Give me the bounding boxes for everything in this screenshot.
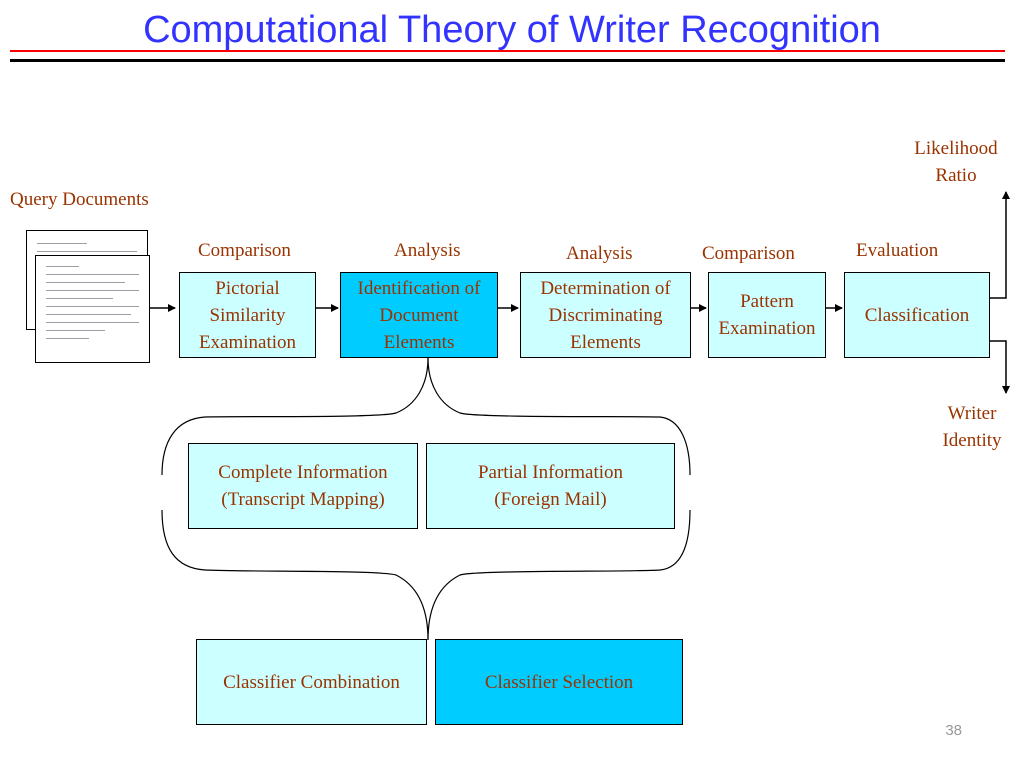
title-rule-black <box>10 59 1005 62</box>
pipeline-box-line: Determination of <box>540 277 671 299</box>
stage-label-analysis-2: Analysis <box>566 243 633 264</box>
arrow-to-likelihood <box>990 191 1010 299</box>
likelihood-label: Likelihood <box>914 138 998 159</box>
pipeline-box-determination: Determination of Discriminating Elements <box>520 272 691 358</box>
info-box-line: (Transcript Mapping) <box>221 489 385 510</box>
pipeline-box-classification: Classification <box>844 272 990 358</box>
page-number: 38 <box>945 722 962 739</box>
document-icon-front <box>35 255 150 363</box>
stage-label-analysis-1: Analysis <box>394 240 461 261</box>
ratio-label: Ratio <box>935 165 977 186</box>
info-box-line: (Foreign Mail) <box>494 489 607 510</box>
arrow-to-writer-identity <box>990 340 1010 394</box>
likelihood-ratio-label: Likelihood Ratio <box>896 135 1016 189</box>
classifier-selection-label: Classifier Selection <box>484 671 634 693</box>
pipeline-box-line: Elements <box>570 331 641 353</box>
info-box-line: Complete Information <box>218 462 388 483</box>
stage-label-evaluation: Evaluation <box>856 240 939 261</box>
pipeline-box-line: Similarity <box>209 304 286 326</box>
classifier-combination-label: Classifier Combination <box>223 671 400 693</box>
pipeline-box-line: Classification <box>864 304 970 326</box>
title-rule-red <box>10 50 1005 52</box>
upper-brace <box>161 357 429 476</box>
pipeline-box-pictorial-similarity: Pictorial Similarity Examination <box>179 272 316 358</box>
pipeline-box-line: Document <box>379 304 459 326</box>
partial-information-box: Partial Information (Foreign Mail) <box>426 443 675 529</box>
identity-label: Identity <box>942 430 1002 451</box>
lower-brace <box>161 509 429 641</box>
writer-identity-label: Writer Identity <box>920 400 1024 454</box>
info-box-line: Partial Information <box>477 462 624 483</box>
pipeline-box-line: Identification of <box>357 277 481 299</box>
complete-information-box: Complete Information (Transcript Mapping… <box>188 443 418 529</box>
pipeline-box-identification: Identification of Document Elements <box>340 272 498 358</box>
pipeline-box-line: Pattern <box>740 291 794 312</box>
pipeline-box-pattern-examination: Pattern Examination <box>708 272 826 358</box>
classifier-selection-box: Classifier Selection <box>435 639 683 725</box>
stage-label-comparison-1: Comparison <box>198 240 291 261</box>
pipeline-box-line: Discriminating <box>548 304 663 326</box>
pipeline-box-line: Examination <box>198 331 297 353</box>
slide-title: Computational Theory of Writer Recogniti… <box>143 9 881 51</box>
pipeline-box-line: Pictorial <box>215 277 280 299</box>
classifier-combination-box: Classifier Combination <box>196 639 427 725</box>
pipeline-box-line: Examination <box>718 318 816 339</box>
stage-label-comparison-2: Comparison <box>702 243 795 264</box>
pipeline-box-line: Elements <box>383 331 455 353</box>
writer-label: Writer <box>947 403 997 424</box>
query-documents-label: Query Documents <box>10 189 149 210</box>
